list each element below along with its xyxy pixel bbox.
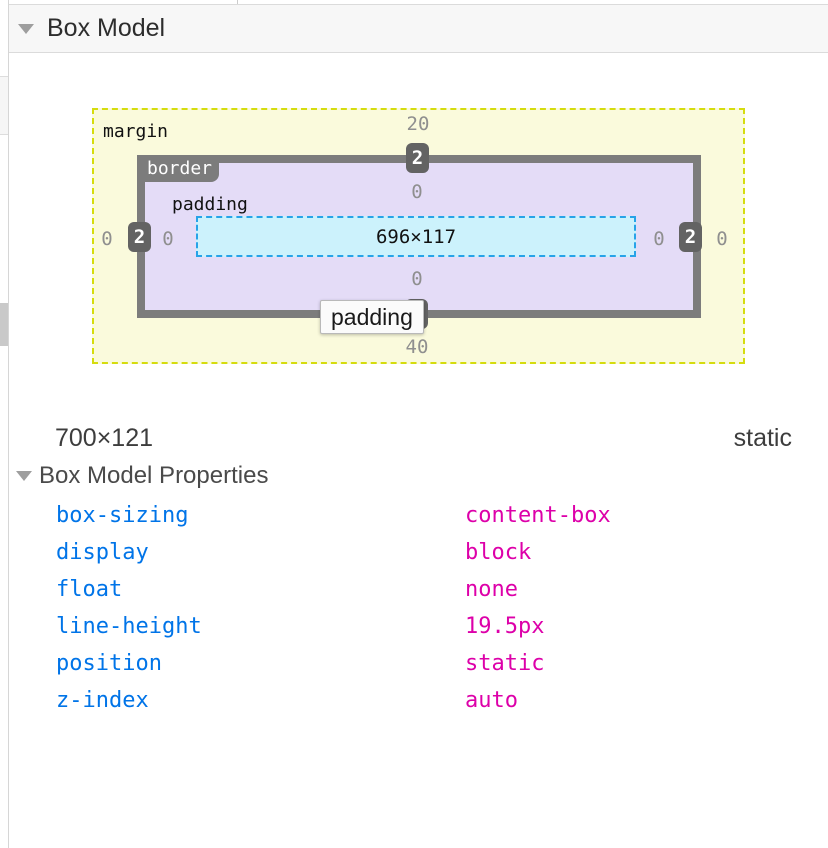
property-value: block [465, 540, 532, 565]
properties-list: box-sizing content-box display block flo… [56, 497, 828, 719]
margin-top-value[interactable]: 20 [406, 113, 430, 135]
margin-left-value[interactable]: 0 [101, 228, 113, 250]
property-row: box-sizing content-box [56, 497, 828, 534]
box-model-margin-region: margin 20 border 2 padding 0 0 2 0 696×1… [92, 108, 745, 364]
margin-label: margin [103, 121, 169, 142]
property-row: position static [56, 645, 828, 682]
region-tooltip: padding [320, 300, 424, 334]
property-row: line-height 19.5px [56, 608, 828, 645]
box-model-section-header[interactable]: Box Model [9, 4, 828, 53]
padding-left-value[interactable]: 0 [162, 228, 174, 250]
property-value: 19.5px [465, 614, 545, 639]
property-name: line-height [56, 614, 202, 639]
element-dimensions: 700×121 [55, 424, 154, 452]
chevron-down-icon [16, 471, 32, 481]
box-model-properties-header[interactable]: Box Model Properties [16, 462, 268, 490]
scrollbar-thumb[interactable] [0, 303, 8, 346]
margin-bottom-value[interactable]: 40 [405, 336, 429, 358]
adjacent-panel-section-edge [0, 76, 8, 135]
border-left-value[interactable]: 2 [128, 222, 151, 252]
padding-bottom-value[interactable]: 0 [411, 268, 423, 290]
panel-divider [237, 0, 238, 5]
margin-right-value[interactable]: 0 [716, 228, 728, 250]
property-value: static [465, 651, 545, 676]
property-name: float [56, 577, 123, 602]
border-right-value[interactable]: 2 [679, 222, 702, 252]
element-position: static [733, 424, 792, 452]
property-value: auto [465, 688, 518, 713]
property-name: position [56, 651, 162, 676]
padding-label: padding [172, 194, 248, 215]
property-value: content-box [465, 503, 611, 528]
section-title: Box Model [47, 14, 166, 42]
padding-top-value[interactable]: 0 [411, 181, 423, 203]
property-row: float none [56, 571, 828, 608]
chevron-down-icon [18, 23, 34, 34]
property-name: box-sizing [56, 503, 189, 528]
property-value: none [465, 577, 518, 602]
border-label: border [137, 155, 219, 182]
property-name: display [56, 540, 149, 565]
adjacent-panel-edge [0, 0, 9, 848]
property-name: z-index [56, 688, 149, 713]
padding-right-value[interactable]: 0 [653, 228, 665, 250]
box-model-content-region[interactable]: 696×117 [196, 216, 636, 257]
properties-section-title: Box Model Properties [39, 462, 269, 489]
property-row: display block [56, 534, 828, 571]
border-top-value[interactable]: 2 [406, 143, 429, 173]
property-row: z-index auto [56, 682, 828, 719]
